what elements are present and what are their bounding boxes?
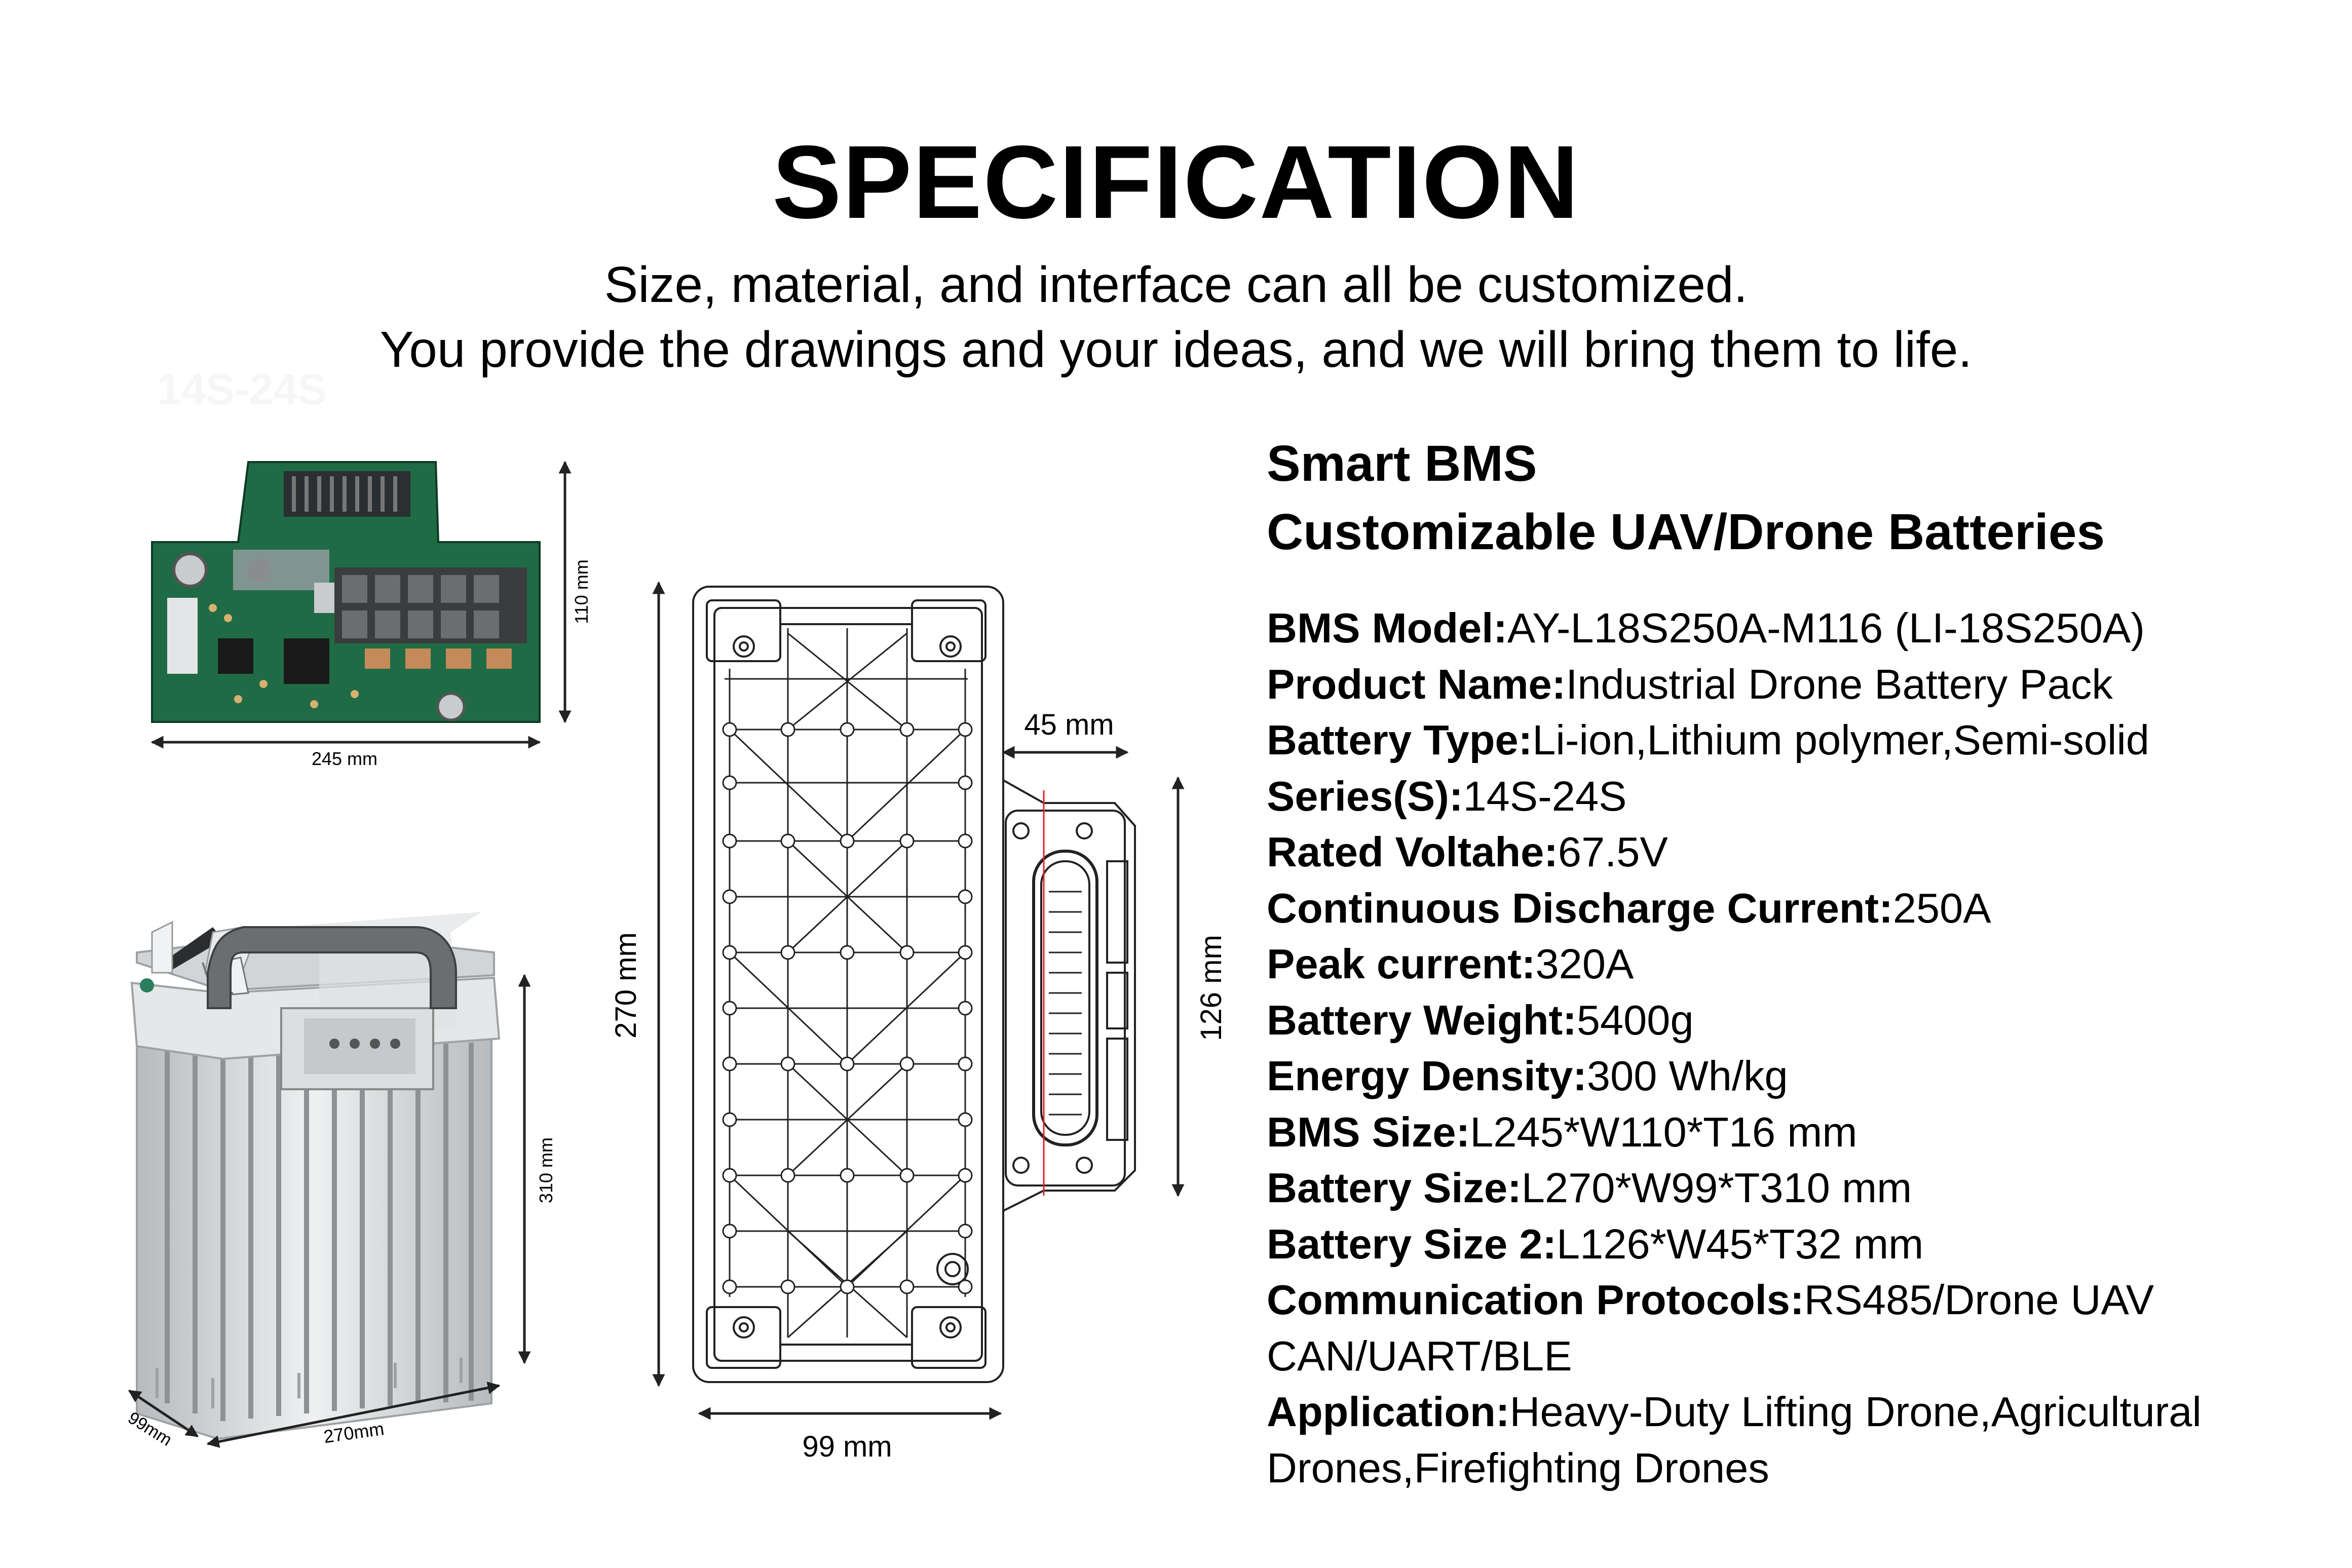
spec-value: L126*W45*T32 mm bbox=[1557, 1220, 1924, 1268]
dim-label-connector-width: 45 mm bbox=[1024, 708, 1114, 741]
pcb-terminal bbox=[172, 552, 208, 588]
spec-value: 5400g bbox=[1576, 996, 1694, 1044]
spec-label: Rated Voltahe: bbox=[1267, 828, 1558, 875]
subtitle-line-2: You provide the drawings and your ideas,… bbox=[380, 321, 1972, 378]
spec-value: 14S-24S bbox=[1463, 772, 1627, 820]
dim-line-battery-length bbox=[206, 1382, 501, 1448]
faint-watermark-text: 14S-24S bbox=[157, 365, 327, 414]
spec-value: AY-L18S250A-M116 (LI-18S250A) bbox=[1507, 604, 2145, 652]
drawing-outer-frame bbox=[692, 586, 1004, 1383]
spec-row-battery-size: Battery Size:L270*W99*T310 mm bbox=[1267, 1160, 2321, 1216]
spec-value: L270*W99*T310 mm bbox=[1521, 1164, 1912, 1211]
battery-handle bbox=[207, 926, 457, 1009]
spec-row-rated-voltage: Rated Voltahe:67.5V bbox=[1267, 824, 2321, 881]
spec-value: 320A bbox=[1535, 940, 1634, 987]
spec-label: Battery Weight: bbox=[1267, 996, 1577, 1044]
subtitle-line-1: Size, material, and interface can all be… bbox=[604, 256, 1748, 313]
spec-label: Communication Protocols: bbox=[1267, 1276, 1804, 1323]
spec-label: Peak current: bbox=[1267, 940, 1536, 987]
spec-label: Battery Size: bbox=[1267, 1164, 1522, 1211]
spec-row-bms-size: BMS Size:L245*W110*T16 mm bbox=[1267, 1104, 2321, 1161]
spec-row-battery-size-2: Battery Size 2:L126*W45*T32 mm bbox=[1267, 1216, 2321, 1273]
spec-row-application: Application:Heavy-Duty Lifting Drone,Agr… bbox=[1267, 1384, 2321, 1496]
spec-value: Li-ion,Lithium polymer,Semi-solid bbox=[1532, 716, 2150, 763]
spec-label: BMS Model: bbox=[1267, 604, 1507, 652]
spec-row-peak-current: Peak current:320A bbox=[1267, 936, 2321, 992]
battery-pack-image bbox=[130, 912, 501, 1440]
drawing-connector-housing bbox=[1003, 779, 1136, 1212]
dim-label-connector-height: 126 mm bbox=[1195, 935, 1228, 1041]
spec-value: 250A bbox=[1892, 884, 1991, 932]
spec-value: RS485/Drone UAV CAN/UART/BLE bbox=[1267, 1276, 2154, 1380]
spec-label: Application: bbox=[1267, 1388, 1510, 1435]
dim-line-battery-depth bbox=[128, 1389, 199, 1438]
heading-smart-bms: Smart BMS bbox=[1267, 435, 1537, 492]
spec-value: Industrial Drone Battery Pack bbox=[1566, 660, 2113, 708]
spec-value: 300 Wh/kg bbox=[1586, 1052, 1788, 1099]
dim-label-drawing-height: 270 mm bbox=[610, 932, 642, 1039]
dim-label-bms-width: 245 mm bbox=[312, 748, 377, 769]
dim-label-battery-height: 310 mm bbox=[536, 1137, 556, 1203]
spec-label: Energy Density: bbox=[1267, 1052, 1587, 1099]
battery-technical-drawing bbox=[692, 586, 1136, 1383]
spec-row-bms-model: BMS Model:AY-L18S250A-M116 (LI-18S250A) bbox=[1267, 600, 2321, 657]
dim-label-bms-height: 110 mm bbox=[571, 559, 592, 624]
spec-label: BMS Size: bbox=[1267, 1108, 1470, 1156]
spec-label: Series(S): bbox=[1267, 772, 1463, 820]
spec-value: 67.5V bbox=[1558, 828, 1668, 875]
spec-list: BMS Model:AY-L18S250A-M116 (LI-18S250A) … bbox=[1267, 600, 2321, 1496]
page-title: SPECIFICATION bbox=[772, 124, 1580, 240]
spec-row-series: Series(S):14S-24S bbox=[1267, 769, 2321, 825]
dim-label-drawing-width: 99 mm bbox=[802, 1430, 892, 1463]
spec-row-continuous-current: Continuous Discharge Current:250A bbox=[1267, 881, 2321, 937]
pcb-connector bbox=[284, 471, 410, 517]
spec-row-communication: Communication Protocols:RS485/Drone UAV … bbox=[1267, 1272, 2321, 1384]
drawing-connector-port bbox=[1032, 850, 1098, 1146]
spec-row-battery-type: Battery Type:Li-ion,Lithium polymer,Semi… bbox=[1267, 712, 2321, 769]
spec-label: Battery Size 2: bbox=[1267, 1220, 1557, 1268]
bms-board-image bbox=[151, 461, 541, 723]
spec-label: Battery Type: bbox=[1267, 716, 1533, 763]
spec-row-battery-weight: Battery Weight:5400g bbox=[1267, 992, 2321, 1049]
spec-value: L245*W110*T16 mm bbox=[1470, 1108, 1857, 1156]
spec-row-product-name: Product Name:Industrial Drone Battery Pa… bbox=[1267, 657, 2321, 713]
spec-value: Heavy-Duty Lifting Drone,Agricultural Dr… bbox=[1267, 1388, 2202, 1491]
spec-label: Continuous Discharge Current: bbox=[1267, 884, 1893, 932]
spec-row-energy-density: Energy Density:300 Wh/kg bbox=[1267, 1048, 2321, 1104]
heading-customizable-batteries: Customizable UAV/Drone Batteries bbox=[1267, 504, 2105, 560]
spec-label: Product Name: bbox=[1267, 660, 1566, 708]
